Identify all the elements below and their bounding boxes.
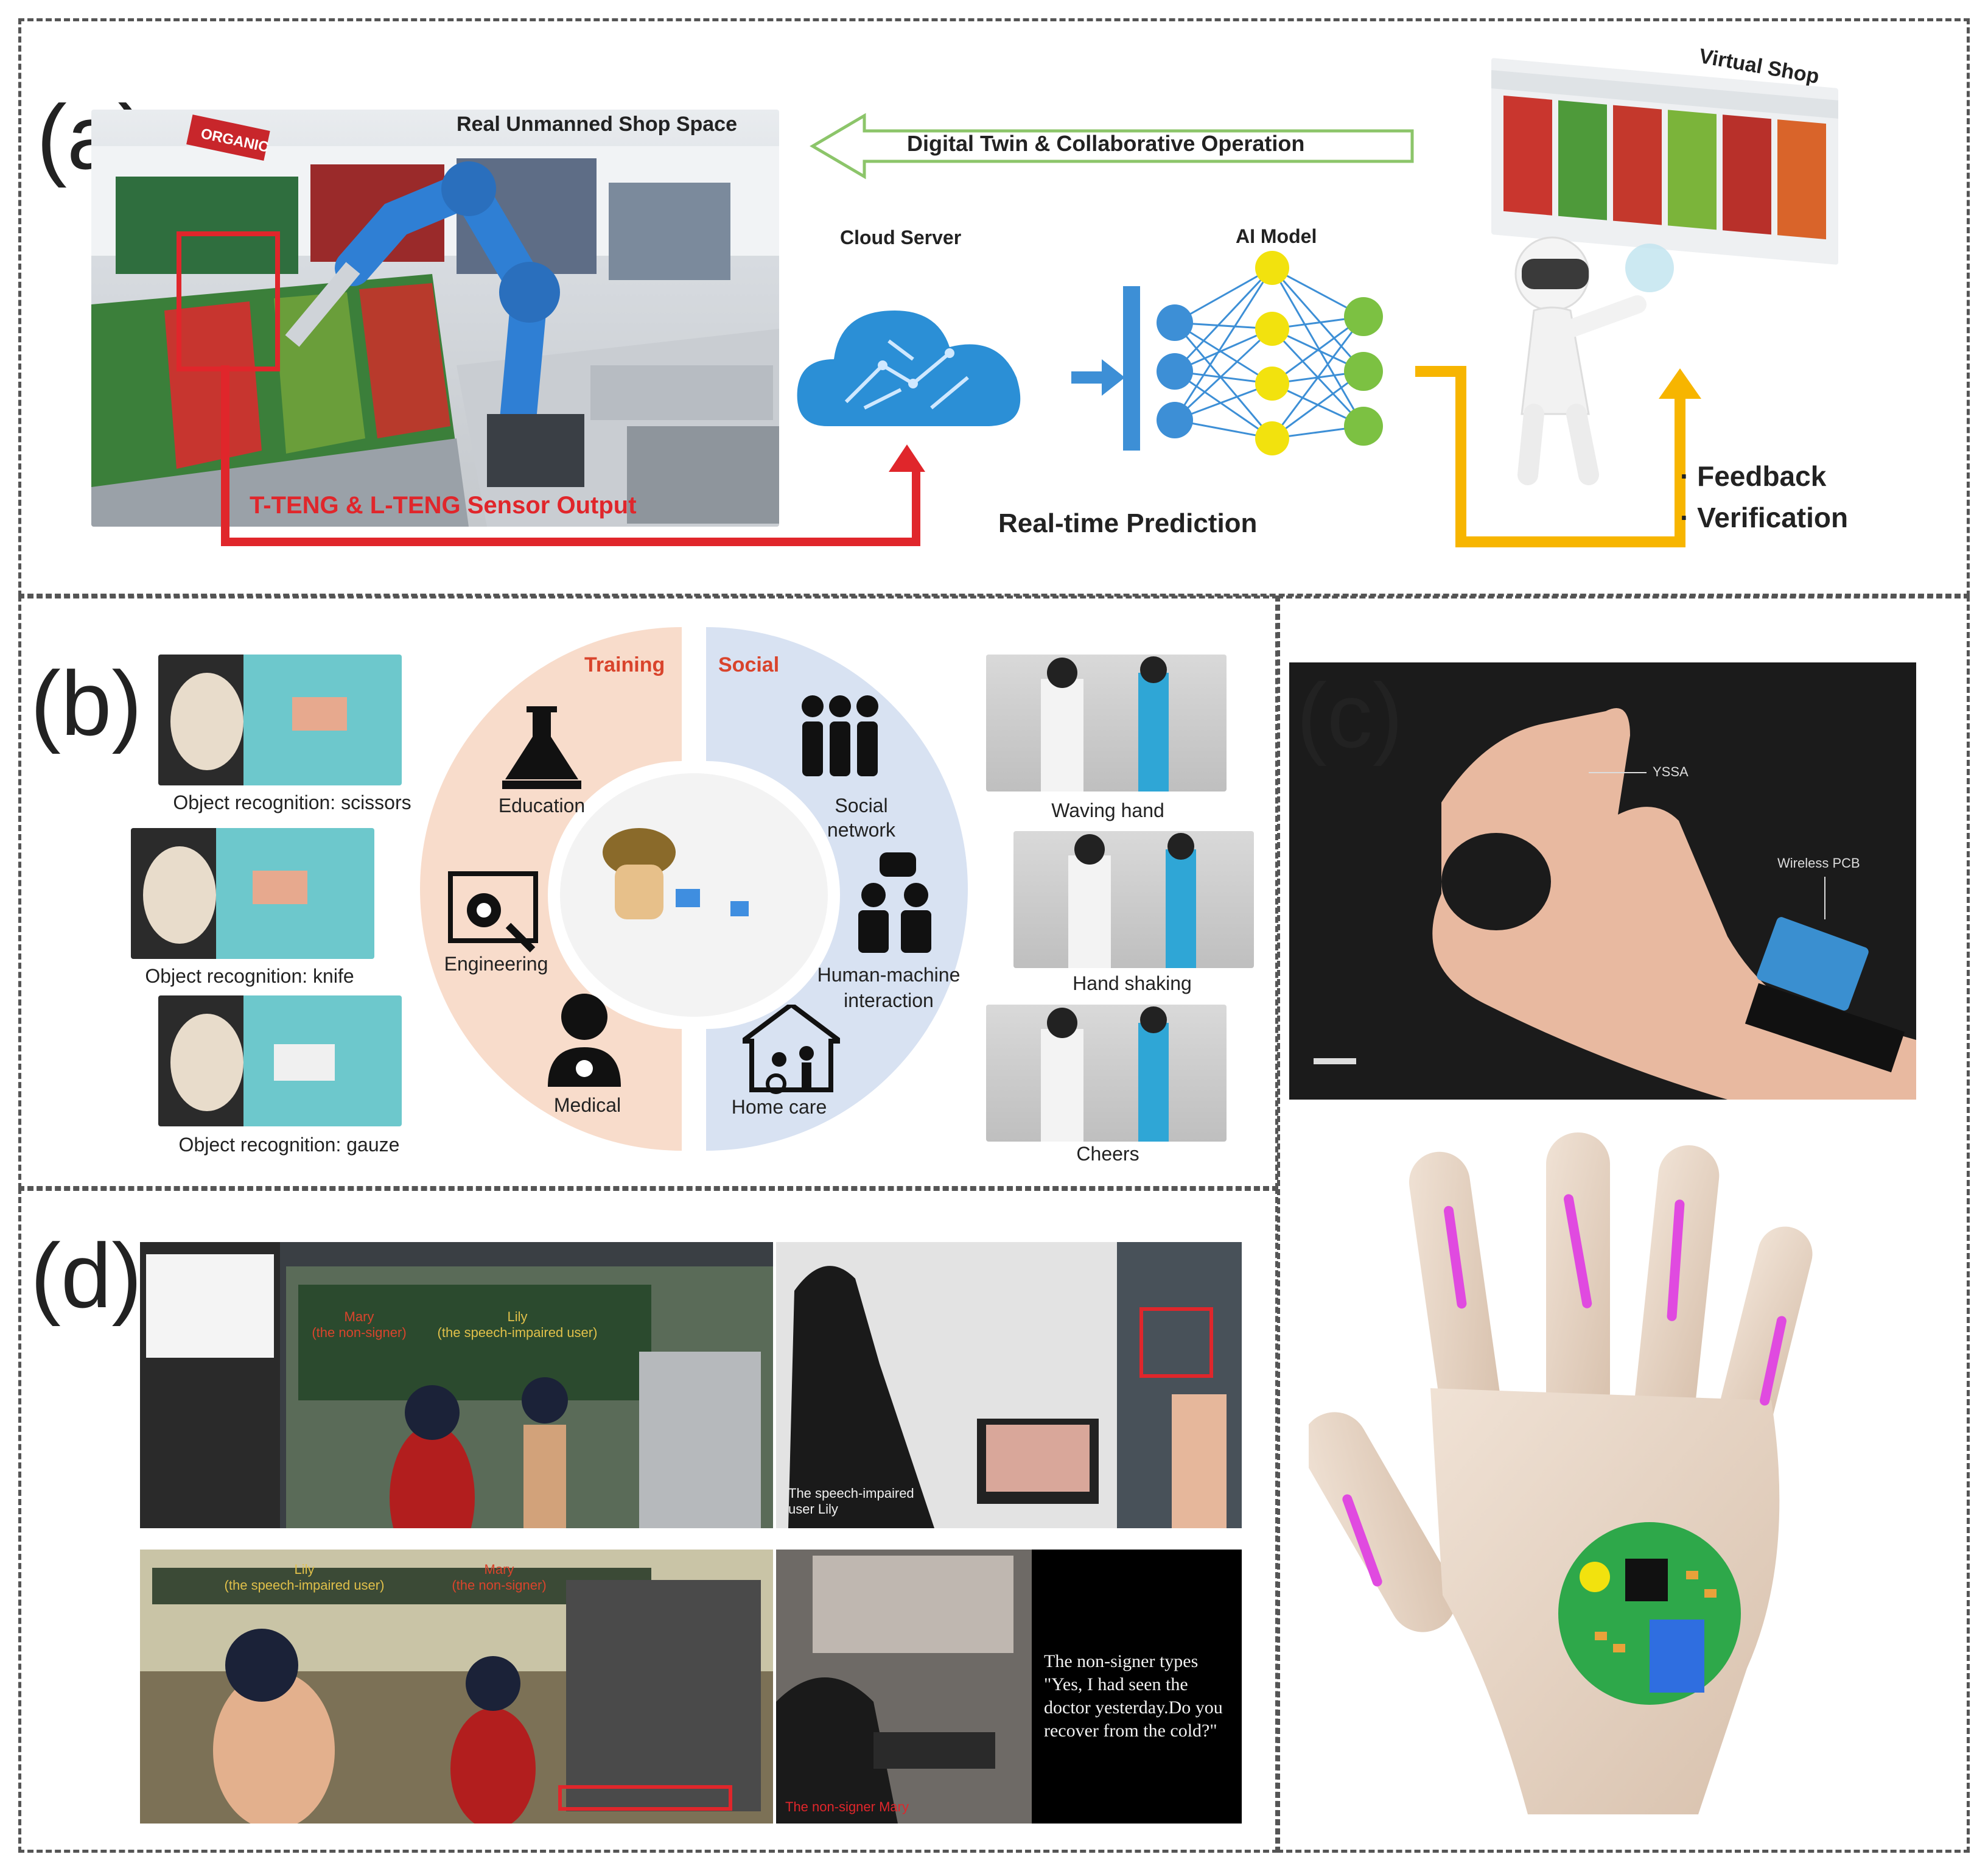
yssa-pointer — [1589, 772, 1647, 773]
lily-sub-bottom: (the speech-impaired user) — [224, 1578, 385, 1593]
ai-model-label: AI Model — [1236, 225, 1317, 247]
nonsigner-caption: The non-signer Mary — [785, 1799, 909, 1814]
pcb-pointer — [1824, 877, 1825, 919]
glove-photo — [1289, 662, 1916, 1100]
lily-photo-caption-line1: The speech-impaired — [788, 1486, 914, 1501]
scissors-scene — [170, 673, 347, 770]
glove-photo-hand — [1314, 708, 1916, 1100]
social-network-label: Social network — [827, 795, 896, 841]
yssa-label: YSSA — [1653, 764, 1689, 779]
waving-hand-photo — [986, 655, 1227, 792]
medical-label: Medical — [553, 1094, 621, 1116]
cloud-server-icon — [797, 311, 1021, 426]
classroom-bottom-illustration — [140, 1550, 773, 1824]
lily-label-bottom: Lily (the speech-impaired user) — [213, 1562, 396, 1593]
panel-d-frame — [18, 1188, 1278, 1853]
lily-photo-caption-line2: user Lily — [788, 1501, 838, 1517]
lily-photo-caption: The speech-impaired user Lily — [788, 1486, 914, 1517]
engineering-gear-icon — [448, 871, 538, 953]
lily-sub: (the speech-impaired user) — [437, 1325, 598, 1340]
panel-d-letter: (d) — [30, 1224, 142, 1327]
verification-label: · Verification — [1680, 502, 1849, 533]
caption-scissors: Object recognition: scissors — [173, 792, 411, 813]
virtual-shop-illustration — [1491, 70, 1838, 240]
cheers-caption: Cheers — [1076, 1143, 1139, 1165]
mary-sub-bottom: (the non-signer) — [452, 1578, 547, 1593]
caption-gauze: Object recognition: gauze — [178, 1134, 400, 1156]
digital-twin-label: Digital Twin & Collaborative Operation — [907, 131, 1305, 156]
lily-name: Lily — [507, 1309, 528, 1324]
caption-knife: Object recognition: knife — [145, 965, 354, 987]
waving-hand-scene — [1041, 656, 1169, 792]
mary-label-top: Mary (the non-signer) — [286, 1309, 432, 1341]
panel-c-frame — [1277, 595, 1970, 1853]
shop-space-label: Real Unmanned Shop Space — [457, 113, 737, 136]
object-recognition-scissors-image — [158, 655, 402, 785]
sensor-output-arrow — [221, 365, 925, 546]
panel-b-frame — [18, 595, 1278, 1189]
human-machine-interaction-icon — [858, 852, 931, 953]
feedback-label: · Feedback — [1680, 460, 1827, 492]
cloud-to-ai-arrow — [1071, 359, 1125, 396]
mary-name: Mary — [344, 1309, 374, 1324]
classroom-scene-top — [140, 1242, 773, 1528]
lily-signing-photo — [776, 1242, 1242, 1528]
mary-name-bottom: Mary — [484, 1562, 514, 1577]
home-care-house-icon — [743, 1005, 840, 1094]
nonsigner-typing-scene — [776, 1550, 1242, 1824]
realtime-prediction-label: Real-time Prediction — [998, 508, 1258, 538]
panel-c-letter: (c) — [1297, 664, 1403, 767]
nonsigner-typing-photo — [776, 1550, 1242, 1824]
shop-scene-illustration: ORGANIC — [91, 114, 779, 527]
hand-shaking-scene — [1068, 833, 1196, 968]
social-label: Social — [718, 653, 780, 676]
knife-scene — [143, 846, 307, 944]
education-label: Education — [498, 795, 586, 816]
panel-b-letter: (b) — [30, 652, 142, 754]
cheers-scene — [1041, 1006, 1169, 1142]
medical-doctor-icon — [548, 994, 621, 1087]
panel-a-frame — [18, 18, 1970, 597]
ai-model-network — [1123, 251, 1383, 455]
hand-shaking-caption: Hand shaking — [1073, 972, 1192, 994]
lily-label-top: Lily (the speech-impaired user) — [426, 1309, 609, 1341]
training-label: Training — [584, 653, 665, 676]
cheers-photo — [986, 1005, 1227, 1142]
digital-twin-arrow — [810, 113, 1414, 180]
lily-signing-scene — [776, 1242, 1242, 1528]
classroom-scene-bottom — [140, 1550, 773, 1824]
education-flask-icon — [502, 706, 581, 789]
social-network-people-icon — [802, 695, 878, 776]
mary-label-bottom: Mary (the non-signer) — [426, 1562, 572, 1593]
glove-3d-render — [1309, 1132, 1813, 1814]
real-shop-scene: ORGANIC — [91, 110, 779, 527]
feedback-arrow — [1415, 366, 1701, 547]
mary-sub: (the non-signer) — [312, 1325, 407, 1340]
engineering-label: Engineering — [444, 953, 548, 975]
waving-hand-caption: Waving hand — [1051, 799, 1164, 821]
human-machine-interaction-label: Human-machine interaction — [817, 964, 961, 1011]
home-care-label: Home care — [731, 1096, 827, 1118]
lily-name-bottom: Lily — [294, 1562, 315, 1577]
virtual-shop-image — [1491, 58, 1838, 265]
vr-user-avatar — [1514, 236, 1674, 485]
nonsigner-quote: The non-signer types "Yes, I had seen th… — [1044, 1651, 1223, 1741]
cloud-server-label: Cloud Server — [840, 226, 962, 248]
object-recognition-knife-image — [131, 828, 374, 959]
software-screenshot-top — [140, 1242, 773, 1528]
gauze-scene — [170, 1014, 335, 1111]
object-recognition-gauze-image — [158, 995, 402, 1126]
hand-shaking-photo — [1013, 831, 1254, 968]
wireless-pcb-label: Wireless PCB — [1777, 855, 1860, 871]
sensor-output-label: T-TENG & L-TENG Sensor Output — [250, 492, 637, 519]
